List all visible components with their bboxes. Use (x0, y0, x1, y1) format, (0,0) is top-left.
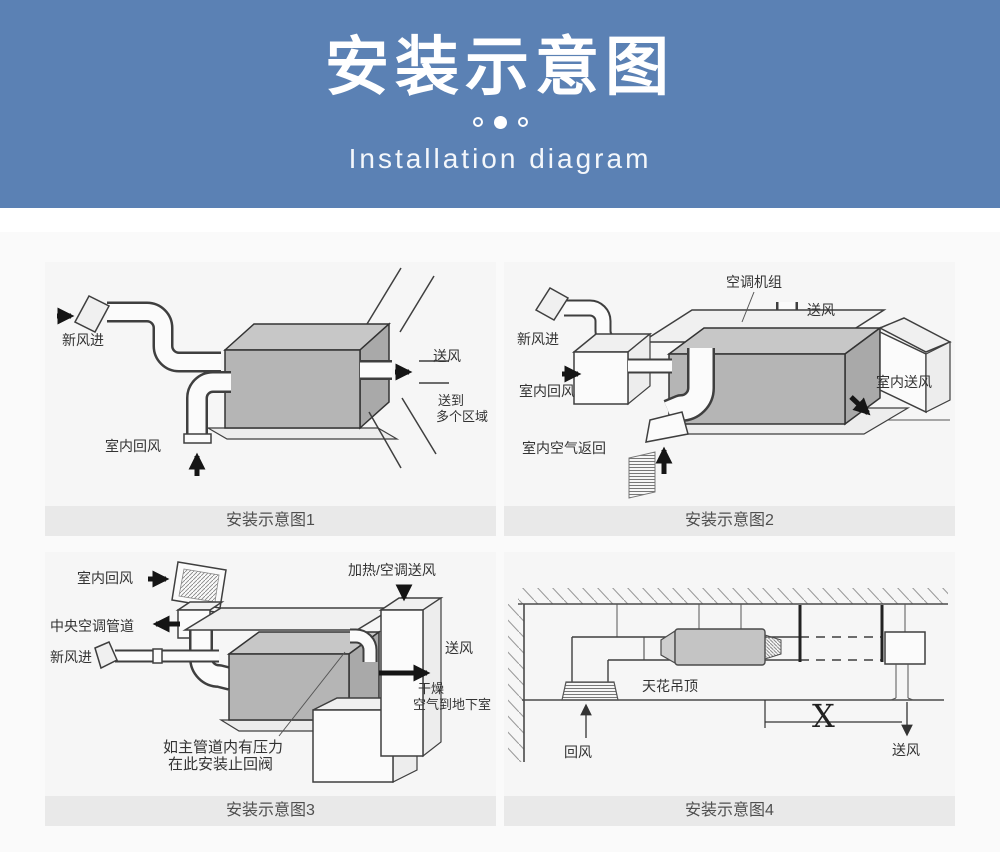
duct-dampers (798, 605, 884, 662)
label-ceiling: 天花吊顶 (642, 678, 698, 694)
wall (508, 604, 525, 762)
page-header: 安装示意图 Installation diagram (0, 0, 1000, 208)
ac-unit-pointer-line (741, 291, 755, 323)
return-air-pipe (183, 371, 231, 476)
label-indoor-return-air: 室内回风 (519, 383, 575, 399)
dot-filled-icon (493, 115, 507, 129)
pagination-dots-icon (0, 114, 1000, 130)
diagram-4-drawing: 天花吊顶 回风 X 送风 (504, 552, 955, 796)
dehumidifier-unit (182, 607, 396, 732)
inline-silencer (660, 628, 782, 666)
diagram-3-art (94, 561, 444, 783)
dot-outline-icon (472, 117, 483, 128)
label-to-multi-zones-2: 多个区域 (436, 409, 489, 424)
diagram-3-drawing: 室内回风 加热/空调送风 中央空调管道 新风进 送风 干燥 空气到地下室 如主管… (45, 552, 496, 796)
diagram-3-caption: 安装示意图3 (45, 796, 496, 826)
page-subtitle: Installation diagram (348, 143, 652, 175)
diagram-2-drawing: 空调机组 送风 新风进 室内回风 室内送风 室内空气返回 (504, 262, 955, 506)
label-check-valve-1: 如主管道内有压力 (163, 739, 284, 756)
label-fresh-air-in: 新风进 (50, 649, 92, 665)
supply-outlet (884, 631, 926, 701)
label-ac-unit: 空调机组 (726, 274, 782, 290)
panel-diagram-4: 天花吊顶 回风 X 送风 安装示意图4 (504, 552, 955, 826)
supply-riser-duct (378, 584, 444, 758)
diagram-2-art (534, 287, 952, 499)
label-supply-air: 送风 (807, 302, 835, 318)
label-supply-air: 送风 (892, 742, 920, 758)
label-fresh-air-in: 新风进 (62, 332, 104, 348)
label-fresh-air-in: 新风进 (517, 331, 559, 347)
diagram-1-caption: 安装示意图1 (45, 506, 496, 536)
ceiling-slab (518, 588, 948, 605)
label-indoor-return-air: 室内回风 (77, 570, 133, 586)
down-right-arrow-icon (849, 395, 871, 416)
panel-diagram-3: 室内回风 加热/空调送风 中央空调管道 新风进 送风 干燥 空气到地下室 如主管… (45, 552, 496, 826)
check-valve-pointer-line (278, 651, 346, 737)
diagram-4-caption: 安装示意图4 (504, 796, 955, 826)
dimension-x (764, 700, 913, 737)
label-indoor-return-air: 室内回风 (105, 438, 161, 454)
panel-diagram-1: 新风进 室内回风 送风 送到 多个区域 安装示意图1 (45, 262, 496, 536)
duct-hangers (616, 604, 906, 637)
label-central-duct: 中央空调管道 (50, 618, 134, 634)
heat-exchanger-unit (205, 322, 400, 440)
diagram-4-art (508, 588, 948, 762)
fresh-air-pipe (94, 641, 219, 670)
label-dry-air-2: 空气到地下室 (413, 697, 492, 712)
label-dry-air-1: 干燥 (418, 681, 445, 696)
indoor-supply-duct (849, 317, 952, 416)
diagram-1-drawing: 新风进 室内回风 送风 送到 多个区域 (45, 262, 496, 506)
label-heat-ac-supply: 加热/空调送风 (348, 562, 436, 578)
label-to-multi-zones-1: 送到 (438, 393, 465, 408)
diagram-section: 新风进 室内回风 送风 送到 多个区域 安装示意图1 (0, 232, 1000, 852)
label-indoor-supply-air: 室内送风 (876, 374, 932, 390)
supply-duct-split (360, 267, 449, 469)
label-indoor-air-return: 室内空气返回 (522, 440, 606, 456)
page-title: 安装示意图 (325, 31, 675, 103)
label-distance-x: X (812, 697, 835, 735)
label-supply-air: 送风 (433, 348, 461, 364)
diagram-grid: 新风进 室内回风 送风 送到 多个区域 安装示意图1 (45, 262, 955, 826)
air-return-elbow-pipe (628, 348, 715, 499)
label-supply-air: 送风 (445, 640, 473, 656)
diagram-2-caption: 安装示意图2 (504, 506, 955, 536)
panel-diagram-2: 空调机组 送风 新风进 室内回风 室内送风 室内空气返回 安装示意图2 (504, 262, 955, 536)
label-return-air: 回风 (564, 744, 592, 760)
label-check-valve-2: 在此安装止回阀 (168, 756, 274, 773)
return-air-box (562, 332, 672, 406)
floor-grille (628, 451, 656, 499)
return-diffuser (561, 681, 619, 701)
dot-outline-icon (517, 117, 528, 128)
fresh-air-intake-pipe (57, 295, 221, 373)
diagram-1-art (57, 267, 449, 476)
